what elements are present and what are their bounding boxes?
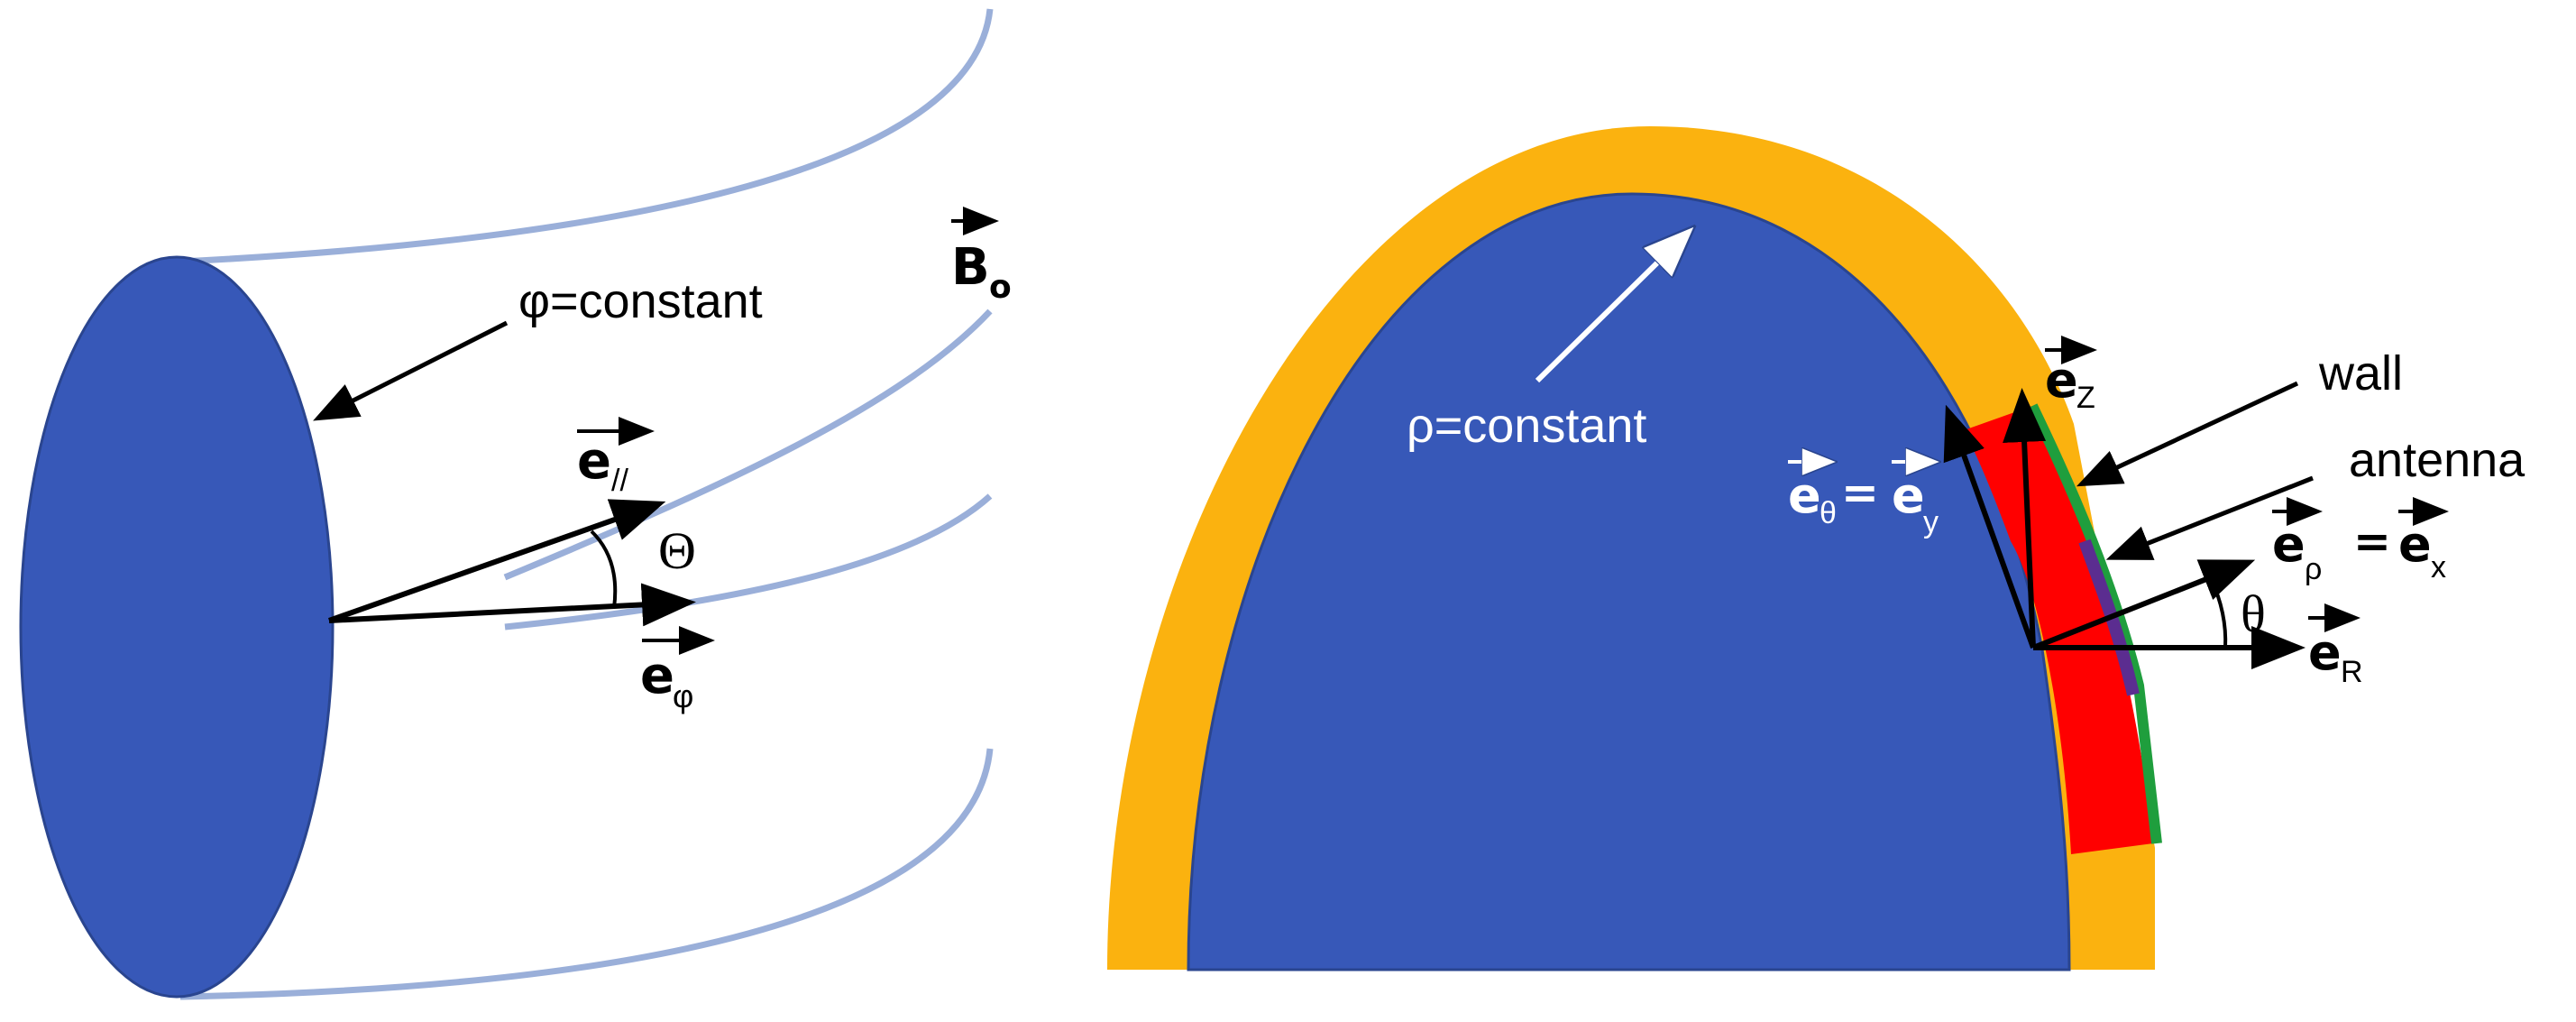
parallel-vector-label: e //: [577, 417, 655, 498]
antenna-label: antenna: [2349, 433, 2526, 487]
svg-text:e: e: [1788, 467, 1821, 524]
plasma-region: [1187, 192, 2071, 971]
wall-strip: [2027, 403, 2162, 844]
erho-vector-arrow: [2031, 559, 2256, 650]
svg-text:e: e: [2272, 516, 2306, 573]
etheta-vector-label: e θ = e y: [1788, 462, 1939, 539]
magnetic-field-label: B o: [951, 207, 1012, 306]
right-panel: ρ=constant θ wall antenna e Z e θ: [1107, 126, 2526, 971]
ez-vector-label: e Z: [2045, 336, 2097, 415]
svg-text:o: o: [989, 269, 1012, 306]
flux-surface-pointer: [313, 320, 509, 421]
erho-vector-label: e ρ = e x: [2272, 497, 2449, 586]
antenna-strap: [2078, 539, 2140, 696]
antenna-box: [1964, 406, 2153, 854]
svg-text:e: e: [2045, 352, 2078, 409]
toroidal-vector-label: e φ: [640, 626, 715, 714]
toroidal-vector-arrow: [328, 583, 696, 627]
field-line-lower-middle: [504, 493, 993, 631]
angle-arc-theta: [2209, 577, 2228, 649]
ez-vector-arrow: [2003, 388, 2047, 649]
left-panel: φ=constant B o Θ e // e φ: [19, 8, 1012, 1000]
angle-arc-capital-theta: [590, 529, 618, 609]
svg-text:θ: θ: [1820, 496, 1837, 530]
angle-label-theta: θ: [2241, 585, 2266, 643]
angle-label-capital-theta: Θ: [658, 521, 696, 580]
svg-text:e: e: [640, 647, 674, 705]
field-line-upper-middle: [503, 308, 993, 581]
antenna-pointer: [2105, 475, 2314, 560]
parallel-vector-arrow: [327, 499, 666, 623]
flux-surface-label: φ=constant: [518, 274, 763, 328]
svg-text:x: x: [2431, 550, 2446, 585]
svg-text:=: =: [2353, 515, 2391, 567]
svg-text:=: =: [1841, 466, 1879, 519]
rho-surface-label: ρ=constant: [1407, 399, 1646, 453]
svg-text:ρ: ρ: [2305, 552, 2322, 586]
plasma-cross-section: [19, 255, 335, 999]
wall-label: wall: [2318, 346, 2403, 401]
er-vector-label: e R: [2308, 603, 2363, 689]
svg-text:y: y: [1923, 505, 1939, 539]
field-line-top: [179, 8, 994, 265]
field-line-bottom: [179, 748, 994, 1000]
svg-text:φ: φ: [673, 677, 693, 714]
svg-text:e: e: [2308, 624, 2342, 681]
svg-text:e: e: [2398, 516, 2432, 573]
rho-surface-pointer: [1535, 233, 1688, 383]
svg-text:R: R: [2341, 655, 2363, 689]
svg-text:e: e: [1892, 467, 1925, 524]
svg-text:B: B: [951, 238, 990, 297]
wall-pointer: [2076, 381, 2299, 487]
svg-text:Z: Z: [2076, 381, 2095, 415]
svg-text://: //: [611, 464, 628, 498]
etheta-vector-arrow: [1943, 404, 2036, 649]
svg-text:e: e: [577, 432, 611, 491]
